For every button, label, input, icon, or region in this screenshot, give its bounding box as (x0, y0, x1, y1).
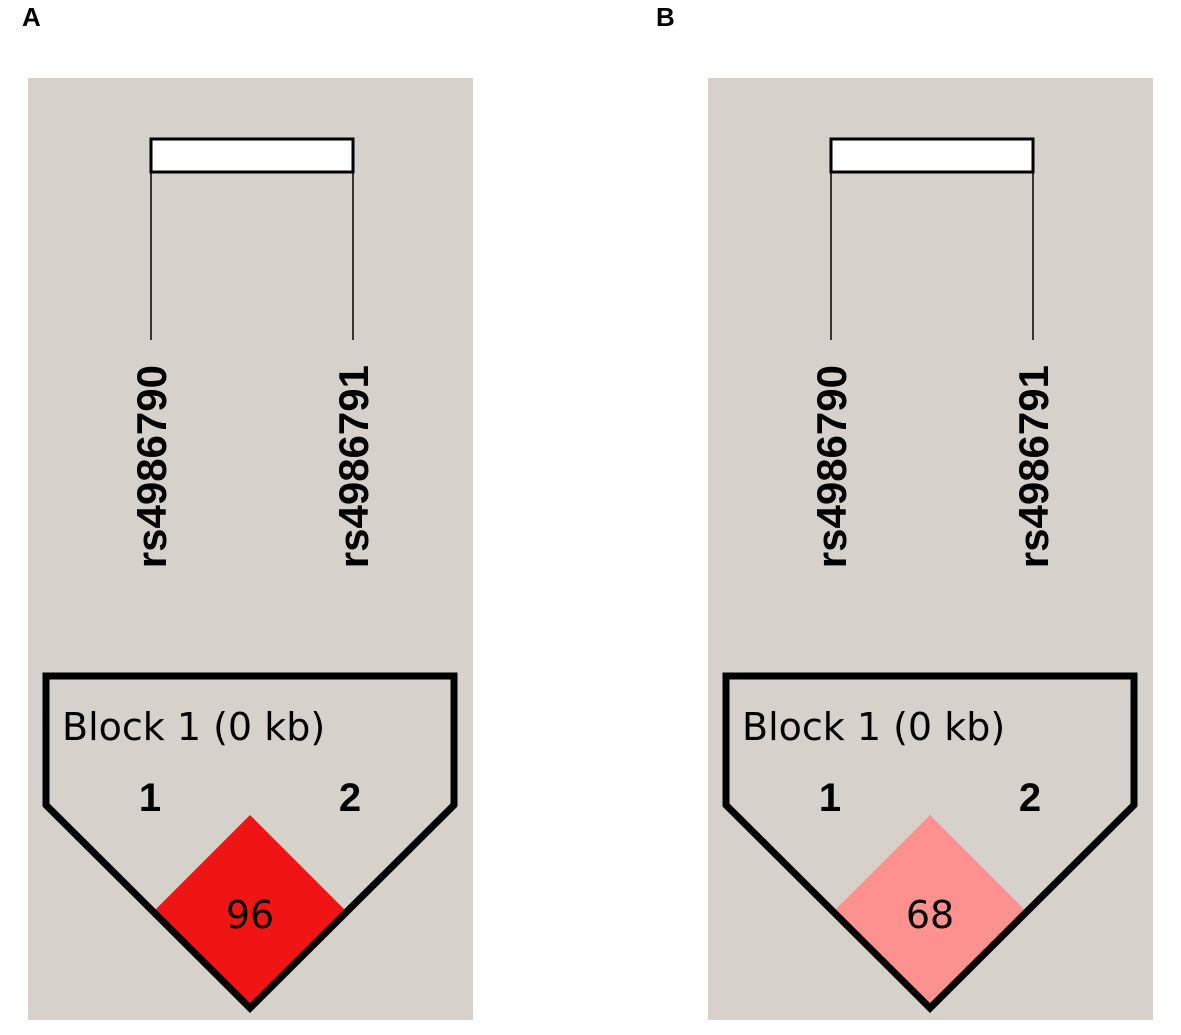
marker-number-1: 1 (139, 776, 161, 820)
ld-plot-svg: rs4986790 rs4986791 Block 1 (0 kb) 1 2 9… (28, 78, 473, 1020)
haplotype-block-outline (722, 672, 1138, 1013)
panel-b-label: B (656, 2, 675, 32)
chromosome-bar (149, 137, 355, 174)
snp-1-label: rs4986790 (808, 365, 855, 568)
snp-2-label: rs4986791 (1010, 365, 1057, 568)
panel-a-label: A (22, 2, 41, 32)
snp-1-label: rs4986790 (128, 365, 175, 568)
marker-number-2: 2 (1019, 776, 1041, 820)
block-title: Block 1 (0 kb) (62, 705, 325, 749)
block-title: Block 1 (0 kb) (742, 705, 1005, 749)
snp-2-label: rs4986791 (330, 365, 377, 568)
panel-b-ld-plot: rs4986790 rs4986791 Block 1 (0 kb) 1 2 6… (708, 78, 1153, 1020)
ld-plot-svg: rs4986790 rs4986791 Block 1 (0 kb) 1 2 6… (708, 78, 1153, 1020)
marker-number-2: 2 (339, 776, 361, 820)
chromosome-bar (829, 137, 1035, 174)
panel-a-ld-plot: rs4986790 rs4986791 Block 1 (0 kb) 1 2 9… (28, 78, 473, 1020)
marker-number-1: 1 (819, 776, 841, 820)
ld-value: 68 (906, 893, 954, 937)
ld-value: 96 (226, 893, 274, 937)
haplotype-block-outline (42, 672, 458, 1013)
